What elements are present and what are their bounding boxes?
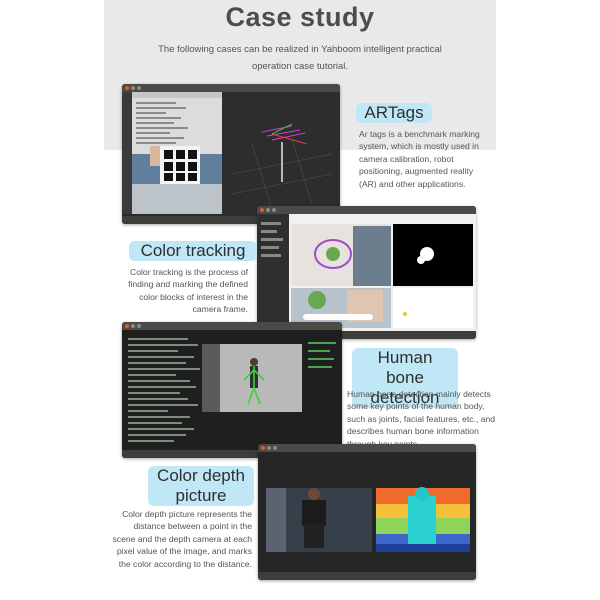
window-titlebar <box>258 444 476 452</box>
window-titlebar <box>122 84 340 92</box>
section-label-color-depth: Color depth picture <box>148 466 254 506</box>
artags-screenshot <box>122 84 340 224</box>
color-tracking-screenshot <box>257 206 476 339</box>
taskbar-dock <box>257 331 476 339</box>
taskbar-dock <box>258 572 476 580</box>
section-desc-artags: Ar tags is a benchmark marking system, w… <box>359 129 480 189</box>
taskbar-dock <box>122 450 342 458</box>
section-label-color-tracking: Color tracking <box>129 241 257 261</box>
taskbar-dock <box>122 216 340 224</box>
section-label-human-bone: Human bone detection <box>352 348 458 408</box>
human-bone-scene <box>122 330 342 450</box>
color-depth-screenshot <box>258 444 476 580</box>
section-desc-human-bone: Human bone detection mainly detects some… <box>347 389 496 449</box>
page-subtitle: The following cases can be realized in Y… <box>158 44 442 72</box>
section-desc-color-depth: Color depth picture represents the dista… <box>112 509 252 569</box>
color-depth-scene <box>258 452 476 572</box>
window-titlebar <box>122 322 342 330</box>
color-tracking-scene <box>257 214 476 331</box>
window-titlebar <box>257 206 476 214</box>
section-desc-color-tracking: Color tracking is the process of finding… <box>128 267 248 315</box>
human-bone-screenshot <box>122 322 342 458</box>
page-title: Case study <box>225 2 375 32</box>
artags-scene <box>122 92 340 214</box>
section-label-artags: ARTags <box>356 103 432 123</box>
